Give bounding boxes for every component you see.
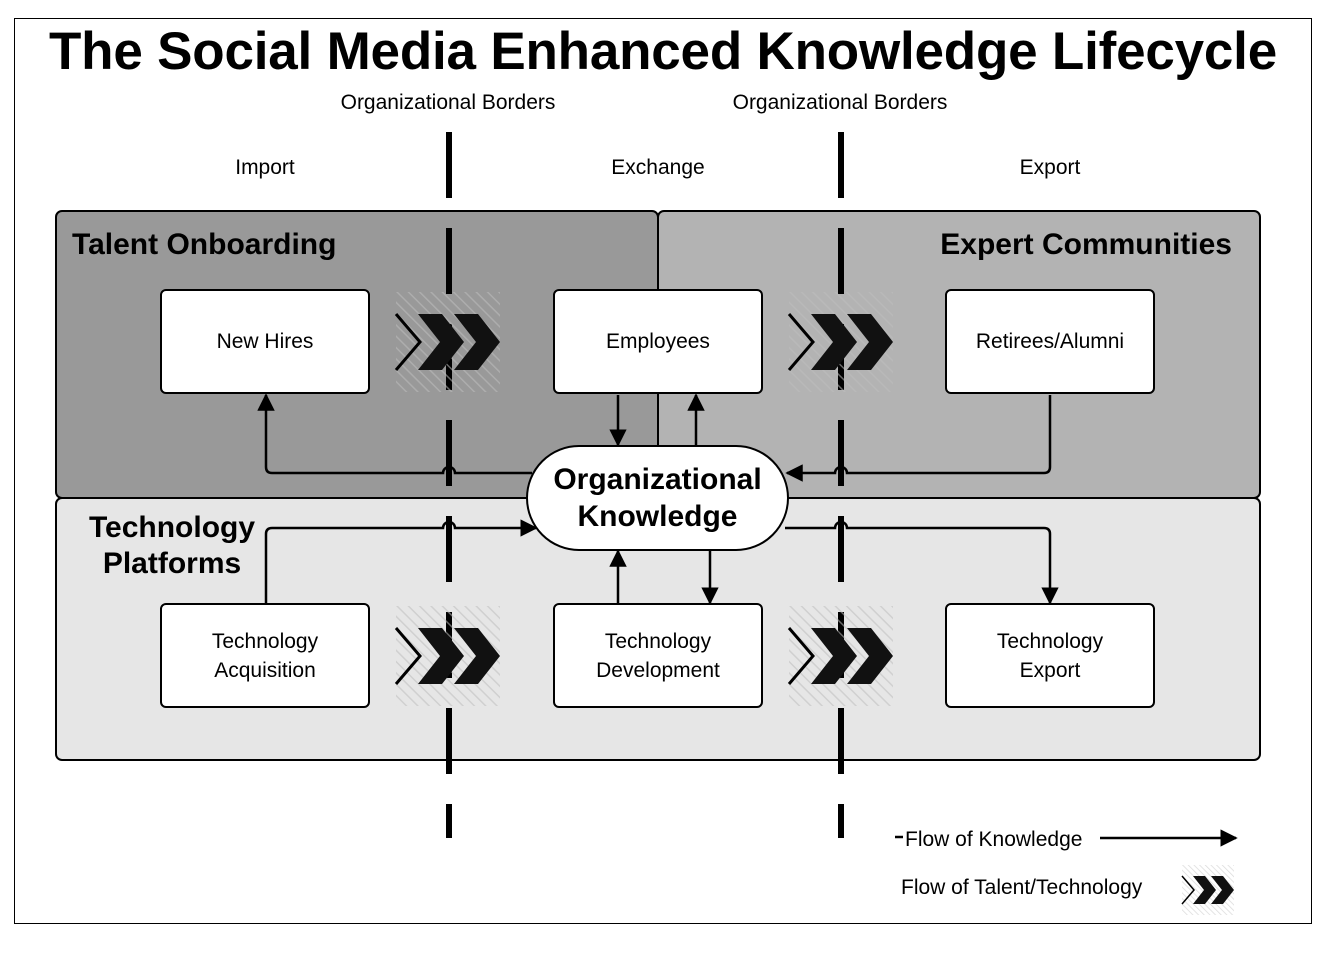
legend-talent-label: Flow of Talent/Technology [901,876,1143,899]
left-border-label: Organizational Borders [340,91,556,114]
phase-import: Import [235,156,295,179]
technology-platforms-title: Technology Platforms [88,511,256,580]
node-technology-development: Technology Development [553,603,763,708]
right-border-label: Organizational Borders [732,91,948,114]
diagram-frame [14,18,1312,924]
node-technology-acquisition: Technology Acquisition [160,603,370,708]
legend-knowledge-label: Flow of Knowledge [905,828,1083,851]
node-organizational-knowledge: Organizational Knowledge [526,445,789,551]
node-technology-export: Technology Export [945,603,1155,708]
expert-communities-title: Expert Communities [940,228,1232,261]
node-employees: Employees [553,289,763,394]
node-new-hires: New Hires [160,289,370,394]
node-retirees-alumni: Retirees/Alumni [945,289,1155,394]
phase-export: Export [1019,156,1081,179]
talent-onboarding-title: Talent Onboarding [72,228,337,261]
phase-exchange: Exchange [611,156,705,179]
diagram-title: The Social Media Enhanced Knowledge Life… [49,22,1277,81]
